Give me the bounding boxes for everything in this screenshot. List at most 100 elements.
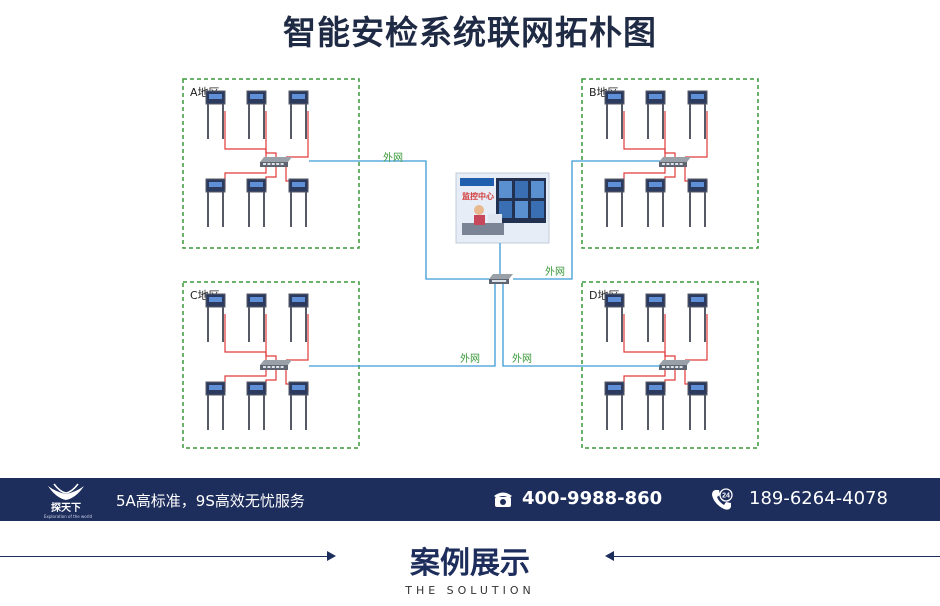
switch-port [494, 280, 498, 282]
gate-post-left [647, 307, 649, 342]
security-gate [205, 381, 226, 430]
gate-screen [608, 94, 621, 99]
gate-cable [623, 111, 666, 157]
security-gate [645, 293, 666, 342]
gate-cable [685, 111, 708, 158]
gate-cables [623, 111, 708, 189]
network-switch [659, 157, 691, 167]
gate-post-right [662, 307, 664, 342]
gate-post-left [290, 192, 292, 227]
slogan-text: 5A高标准，9S高效无忧服务 [116, 492, 305, 510]
switch-port [662, 163, 665, 165]
gate-post-right [222, 104, 224, 139]
gate-post-right [704, 104, 706, 139]
monitor-screen [531, 201, 544, 218]
gate-post-right [704, 192, 706, 227]
security-gate [246, 90, 267, 139]
operator-screen [488, 214, 502, 223]
link-region-d [502, 284, 582, 367]
switch-port [670, 366, 674, 368]
gate-post-right [662, 192, 664, 227]
section-subtitle: THE SOLUTION [405, 584, 535, 597]
switch-top [260, 157, 292, 162]
switch-port [271, 163, 275, 165]
network-switch [260, 157, 292, 167]
mobile-number[interactable]: 189-6264-4078 [749, 488, 888, 509]
network-switch [489, 274, 513, 284]
hotline-number[interactable]: 400-9988-860 [522, 488, 663, 509]
monitor-screen [531, 181, 544, 198]
gate-post-left [689, 192, 691, 227]
gate-post-right [263, 395, 265, 430]
gate-post-right [222, 395, 224, 430]
gate-screen [608, 182, 621, 187]
switch-port [276, 366, 280, 368]
gate-post-left [290, 395, 292, 430]
gate-cable [265, 167, 277, 189]
gate-post-right [621, 104, 623, 139]
security-gate [604, 90, 625, 139]
divider-left [0, 556, 330, 557]
gate-screen [649, 385, 662, 390]
gate-screen [608, 297, 621, 302]
gate-cable [286, 111, 309, 158]
logo-subtitle: Exploration of the world [44, 514, 92, 519]
gate-screen [649, 94, 662, 99]
monitor-center-picture: 监控中心 [455, 172, 550, 244]
gate-post-left [248, 307, 250, 342]
gate-screen [691, 182, 704, 187]
switch-port [679, 163, 683, 165]
monitor-desk [462, 223, 504, 235]
gate-post-left [290, 307, 292, 342]
arrow-right-icon [327, 551, 336, 561]
gate-post-right [305, 192, 307, 227]
switch-port [500, 280, 504, 282]
switch-port [492, 280, 495, 282]
gate-screen [292, 297, 305, 302]
gate-post-right [704, 395, 706, 430]
operator-head [474, 205, 484, 215]
gate-post-left [248, 192, 250, 227]
region-border [581, 78, 759, 249]
security-gate [645, 178, 666, 227]
gate-post-left [606, 395, 608, 430]
switch-port [503, 280, 507, 282]
switch-top [489, 274, 513, 279]
switch-port [662, 366, 665, 368]
switch-port [267, 366, 271, 368]
gate-screen [250, 297, 263, 302]
security-gate [246, 178, 267, 227]
security-gate [288, 381, 309, 430]
phone-24h-badge: 24 [722, 493, 730, 500]
wing-icon [48, 483, 84, 500]
switch-port [679, 366, 683, 368]
security-gate [687, 90, 708, 139]
gate-post-right [263, 307, 265, 342]
security-gate [604, 178, 625, 227]
brand-logo: 探天下 Exploration of the world [44, 482, 92, 519]
security-gate [645, 381, 666, 430]
security-gate [288, 178, 309, 227]
link-label: 外网 [512, 353, 532, 365]
monitor-center-label: 监控中心 [462, 191, 494, 201]
gate-cables [224, 111, 309, 189]
region-b: B地区 [581, 78, 759, 249]
switch-top [659, 360, 691, 365]
divider-right [612, 556, 940, 557]
switch-port [497, 280, 501, 282]
link-region-a [359, 160, 489, 280]
gate-screen [292, 385, 305, 390]
gate-post-left [207, 395, 209, 430]
switch-port [670, 163, 674, 165]
gate-post-right [305, 395, 307, 430]
security-gate [205, 178, 226, 227]
link-label: 外网 [383, 152, 403, 164]
switch-port [280, 163, 284, 165]
gate-screen [250, 385, 263, 390]
gate-post-left [647, 192, 649, 227]
gate-screen [691, 94, 704, 99]
gate-post-right [662, 395, 664, 430]
switch-port [267, 163, 271, 165]
gate-cable [664, 111, 676, 157]
gate-post-right [621, 192, 623, 227]
